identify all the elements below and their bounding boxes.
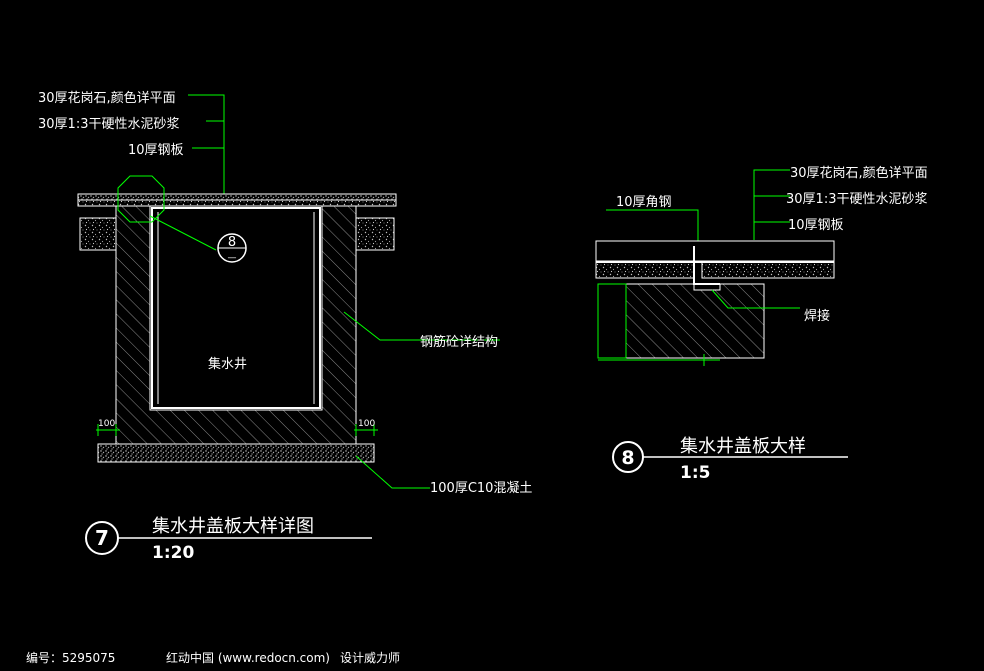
drawing7-pit-label: 集水井 <box>208 356 247 372</box>
drawing8-angle-steel-label: 10厚角钢 <box>616 195 672 210</box>
drawing7-dim-left: 100 <box>98 419 115 429</box>
drawing7-title-scale: 1:20 <box>152 543 194 563</box>
drawing7-structure-label: 钢筋砼详结构 <box>420 334 498 350</box>
drawing7-dim-right: 100 <box>358 419 375 429</box>
drawing7-pit-outline <box>151 207 321 409</box>
drawing8-layer-leaders <box>606 169 790 254</box>
drawing8-mortar-layer-left <box>595 261 695 279</box>
drawing7-layer2-label: 30厚1:3干硬性水泥砂浆 <box>38 117 179 132</box>
drawing7-layer-leaders <box>188 94 225 195</box>
drawing7-base-label: 100厚C10混凝土 <box>430 480 532 496</box>
drawing8-weld-leader <box>711 289 800 309</box>
drawing7-mortar-layer <box>77 199 397 207</box>
watermark-footer: 编号：5295075 红动中国 (www.redocn.com) 设计威力师 <box>0 645 984 671</box>
drawing8-layer1-label: 30厚花岗石,颜色详平面 <box>790 165 928 181</box>
drawing7-dimensions <box>96 424 378 436</box>
drawing7-left-paving <box>79 217 117 251</box>
drawing8-concrete-wall <box>625 283 765 359</box>
footer-site: 红动中国 (www.redocn.com) <box>166 651 330 665</box>
drawing7-structure-leader <box>343 311 500 341</box>
drawing7-layer3-label: 10厚钢板 <box>128 143 184 158</box>
drawing8-pit-side <box>597 283 627 359</box>
drawing7-layer1-label: 30厚花岗石,颜色详平面 <box>38 90 176 106</box>
drawing8-title-number: 8 <box>621 447 634 469</box>
drawing7-title-number: 7 <box>95 526 109 550</box>
drawing7-right-paving <box>355 217 395 251</box>
drawing8-layer2-label: 30厚1:3干硬性水泥砂浆 <box>786 192 927 207</box>
drawing8-title-block: 8 集水井盖板大样 1:5 <box>612 436 848 483</box>
drawing8-layer3-label: 10厚钢板 <box>788 218 844 233</box>
drawing8-mortar-layer-right <box>701 261 835 279</box>
drawing7-base-leader <box>355 455 430 489</box>
drawing7-detail-callout: 8 — <box>117 175 247 263</box>
drawing7-callout-sheet: — <box>228 253 237 263</box>
drawing8-granite-layer <box>595 240 835 262</box>
drawing-8: 30厚花岗石,颜色详平面 30厚1:3干硬性水泥砂浆 10厚钢板 10厚角钢 焊… <box>595 165 928 483</box>
drawing8-weld-label: 焊接 <box>804 308 830 324</box>
drawing7-title-block: 7 集水井盖板大样详图 1:20 <box>85 516 372 563</box>
drawing7-title-text: 集水井盖板大样详图 <box>152 516 314 537</box>
drawing7-callout-number: 8 <box>228 235 236 250</box>
drawing8-title-scale: 1:5 <box>680 463 710 483</box>
drawing7-base-slab <box>97 443 375 463</box>
footer-id: 编号：5295075 <box>26 651 116 665</box>
footer-designer: 设计威力师 <box>340 651 401 665</box>
drawing-7: 30厚花岗石,颜色详平面 30厚1:3干硬性水泥砂浆 10厚钢板 集水井 钢筋砼… <box>38 90 532 563</box>
drawing7-granite-layer <box>77 193 397 201</box>
drawing8-title-text: 集水井盖板大样 <box>680 436 806 457</box>
